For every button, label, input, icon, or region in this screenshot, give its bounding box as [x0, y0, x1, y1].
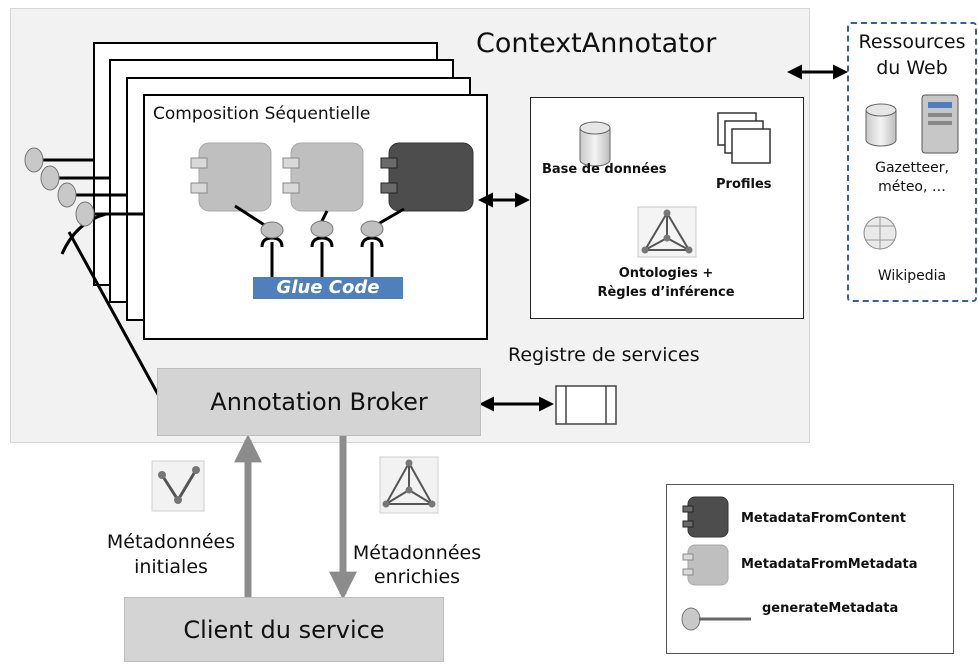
component-light-1: [190, 142, 272, 212]
initial-metadata-icon: [151, 460, 205, 512]
web-title-2: du Web: [876, 57, 948, 79]
composition-label: Composition Séquentielle: [153, 104, 371, 124]
legend-label-metadata: MetadataFromMetadata: [741, 557, 918, 572]
legend-label-content: MetadataFromContent: [741, 511, 906, 526]
web-resources-panel: [847, 22, 977, 302]
registry-label: Registre de services: [508, 344, 700, 366]
legend-dark-component: [682, 496, 729, 538]
wikipedia-label: Wikipedia: [877, 268, 947, 284]
legend-interface: [681, 607, 751, 631]
legend-light-component: [682, 544, 729, 586]
client-box: Client du service: [124, 597, 444, 662]
context-annotator-title: ContextAnnotator: [476, 28, 717, 59]
component-interfaces: [234, 204, 405, 277]
legend-label-generate: generateMetadata: [762, 601, 899, 616]
composition-card-front: [143, 94, 488, 340]
input-label-1: Métadonnées: [106, 531, 236, 553]
ontology-label-1: Ontologies +: [618, 266, 714, 281]
ontology-icon: [637, 206, 697, 258]
ontology-label-2: Règles d’inférence: [597, 285, 735, 300]
gazetteer-label-2: méteo, …: [878, 179, 946, 195]
wikipedia-globe-icon: [863, 216, 897, 250]
component-light-2: [282, 142, 364, 212]
left-interface-ellipses: [24, 147, 95, 227]
profiles-icon: [717, 112, 771, 164]
profiles-label: Profiles: [716, 177, 772, 192]
client-label: Client du service: [183, 615, 385, 644]
server-icon: [921, 94, 959, 154]
web-database-icon: [865, 103, 897, 147]
glue-code-bar: Glue Code: [253, 277, 403, 299]
enriched-metadata-icon: [379, 456, 439, 514]
annotation-broker-box: Annotation Broker: [157, 368, 481, 436]
database-label: Base de données: [542, 162, 667, 177]
gazetteer-label-1: Gazetteer,: [875, 160, 949, 176]
component-dark: [380, 142, 474, 212]
output-label-2: enrichies: [373, 566, 461, 588]
web-title-1: Ressources: [858, 31, 966, 53]
registry-icon: [555, 385, 617, 425]
input-label-2: initiales: [134, 556, 208, 578]
annotation-broker-label: Annotation Broker: [210, 388, 428, 416]
output-label-1: Métadonnées: [352, 542, 482, 564]
database-icon: [579, 121, 611, 167]
left-interface-lines: [43, 158, 162, 399]
